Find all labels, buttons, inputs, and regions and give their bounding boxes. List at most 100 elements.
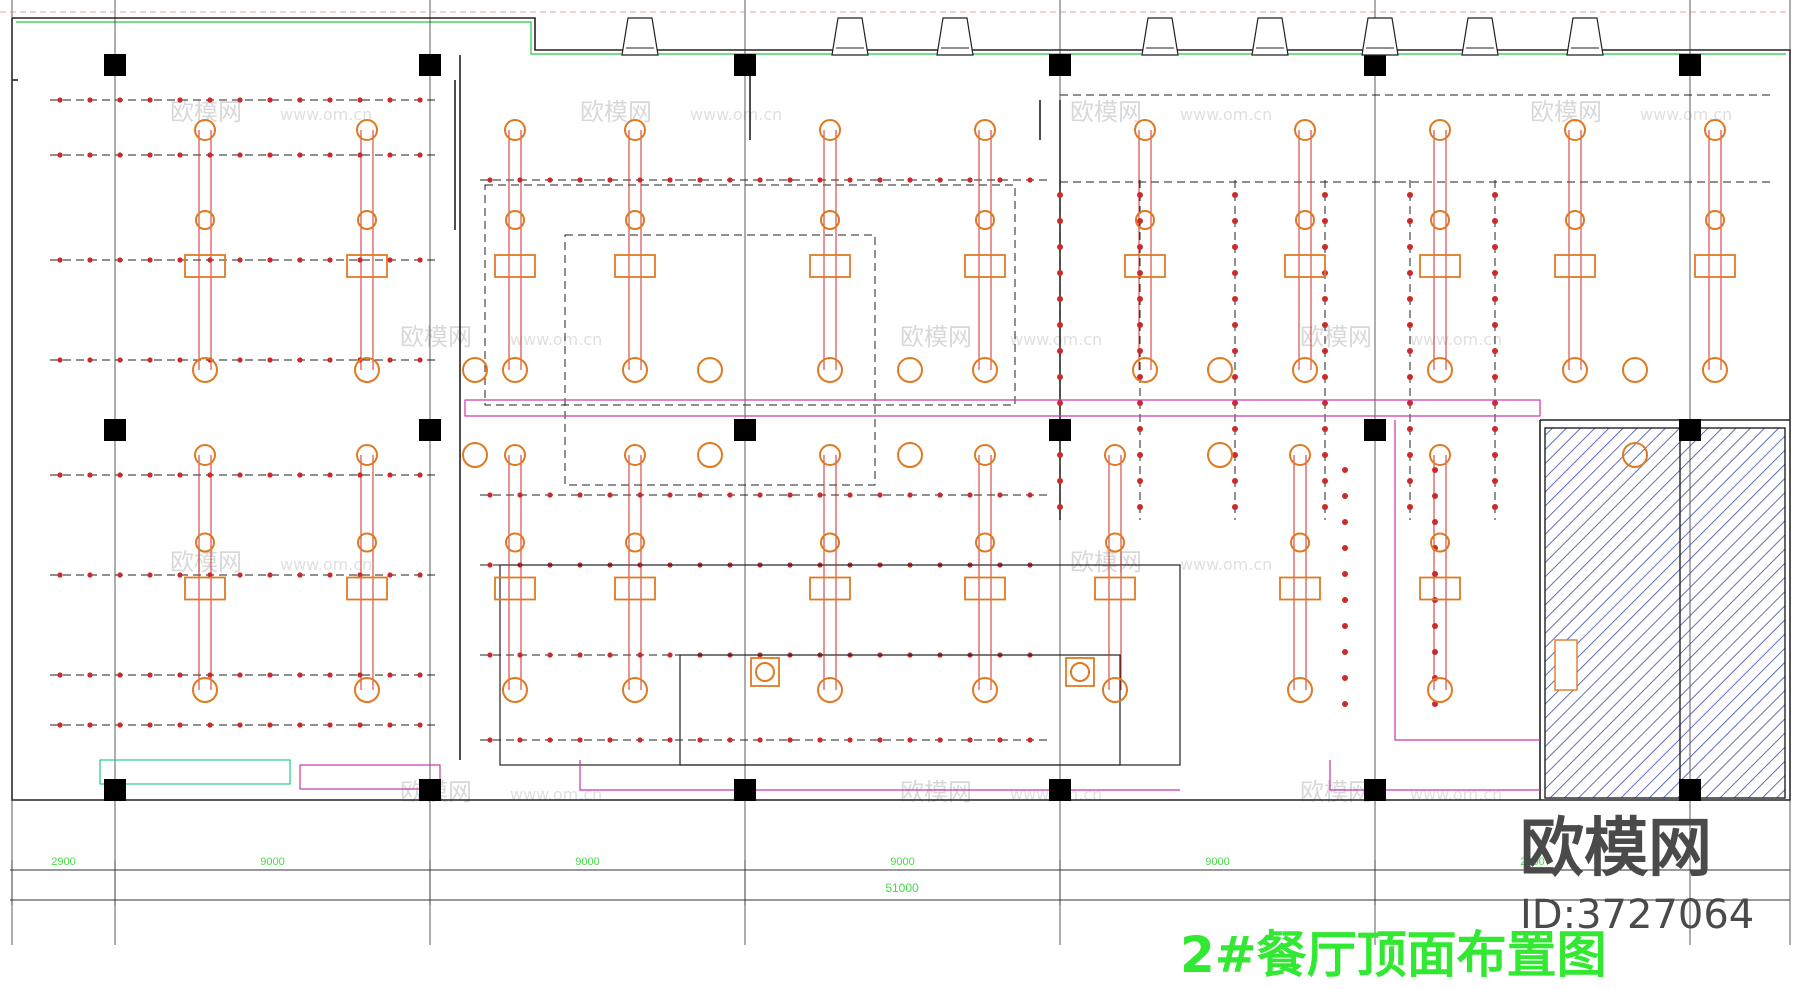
pendant-light: [354, 677, 380, 703]
window-hood: [1566, 17, 1604, 56]
watermark-url: www.om.cn: [280, 105, 372, 124]
grid-dot: [1057, 192, 1063, 198]
watermark-text: 欧模网: [1300, 323, 1372, 351]
pendant-light: [972, 677, 998, 703]
grid-dot: [237, 722, 243, 728]
pendant-light: [975, 532, 995, 553]
grid-dot: [1407, 374, 1413, 380]
grid-dot: [357, 722, 363, 728]
grid-dot: [327, 572, 333, 578]
grid-dot: [1432, 649, 1438, 655]
pendant-light: [505, 210, 525, 230]
light-fixtures: [184, 119, 1736, 703]
pendant-light: [1207, 442, 1233, 468]
grid-dot: [117, 672, 123, 678]
grid-dot: [87, 357, 93, 363]
grid-dot: [727, 737, 733, 743]
grid-dot: [577, 652, 583, 658]
pendant-light: [820, 210, 840, 230]
light-box: [809, 576, 851, 601]
watermark-text: 欧模网: [400, 323, 472, 351]
grid-dot: [1232, 270, 1238, 276]
grid-dot: [577, 492, 583, 498]
light-box: [964, 254, 1006, 278]
grid-dot: [1137, 452, 1143, 458]
grid-dot: [1137, 374, 1143, 380]
pendant-light: [817, 677, 843, 703]
grid-dot: [637, 492, 643, 498]
grid-dot: [207, 152, 213, 158]
pendant-light: [505, 532, 525, 553]
light-box: [346, 254, 388, 278]
grid-dot: [87, 472, 93, 478]
pendant-light: [625, 210, 645, 230]
grid-dot: [297, 357, 303, 363]
grid-dot: [1492, 296, 1498, 302]
pendant-light: [195, 210, 215, 230]
grid-dot: [1232, 478, 1238, 484]
grid-dot: [237, 357, 243, 363]
window-hood: [831, 17, 869, 56]
pendant-light: [1430, 210, 1450, 230]
grid-dot: [1407, 218, 1413, 224]
grid-dot: [387, 672, 393, 678]
light-box: [1094, 576, 1136, 601]
column: [104, 419, 126, 441]
grid-dot: [1342, 493, 1348, 499]
grid-dot: [1232, 218, 1238, 224]
grid-dot: [1232, 322, 1238, 328]
pendant-light: [356, 119, 378, 141]
watermark-id: ID:3727064: [1520, 892, 1754, 938]
grid-dot: [487, 652, 493, 658]
grid-dot: [1407, 348, 1413, 354]
inner-frame: [484, 184, 1016, 406]
pendant-light: [195, 532, 215, 553]
bay-dimension-label: 9000: [575, 856, 599, 868]
grid-dot: [147, 572, 153, 578]
grid-dot: [967, 177, 973, 183]
grid-dot: [417, 722, 423, 728]
grid-dot: [727, 492, 733, 498]
light-box: [1694, 254, 1736, 278]
column: [419, 419, 441, 441]
grid-dot: [1232, 426, 1238, 432]
watermark-url: www.om.cn: [1180, 105, 1272, 124]
grid-dot: [267, 357, 273, 363]
grid-dot: [487, 492, 493, 498]
window-hood: [621, 17, 659, 56]
grid-dot: [417, 357, 423, 363]
pendant-light: [357, 532, 377, 553]
inner-frame: [499, 564, 1181, 766]
grid-dot: [1322, 348, 1328, 354]
grid-dot: [1432, 623, 1438, 629]
grid-dot: [207, 97, 213, 103]
grid-dot: [1322, 296, 1328, 302]
light-box: [1124, 254, 1166, 278]
grid-dot: [297, 672, 303, 678]
pendant-light: [897, 357, 923, 383]
grid-dot: [267, 257, 273, 263]
drawing-title: 2#餐厅顶面布置图: [1180, 926, 1607, 984]
pendant-light: [1564, 119, 1586, 141]
grid-dot: [667, 177, 673, 183]
watermark-text: 欧模网: [900, 323, 972, 351]
grid-dot: [817, 492, 823, 498]
grid-dot: [847, 737, 853, 743]
grid-dot: [357, 672, 363, 678]
light-box: [346, 576, 388, 601]
grid-dot: [1432, 493, 1438, 499]
grid-dot: [267, 672, 273, 678]
bay-dimension-label: 9000: [260, 856, 284, 868]
pendant-light: [1622, 442, 1648, 468]
grid-dot: [1232, 244, 1238, 250]
bay-dimension-label: 2900: [1520, 856, 1544, 868]
column: [734, 54, 756, 76]
grid-dot: [297, 152, 303, 158]
dimension-line: [10, 869, 1790, 901]
grid-dot: [517, 492, 523, 498]
window-hood: [936, 17, 974, 56]
column: [1364, 419, 1386, 441]
grid-dot: [847, 492, 853, 498]
grid-dot: [297, 472, 303, 478]
